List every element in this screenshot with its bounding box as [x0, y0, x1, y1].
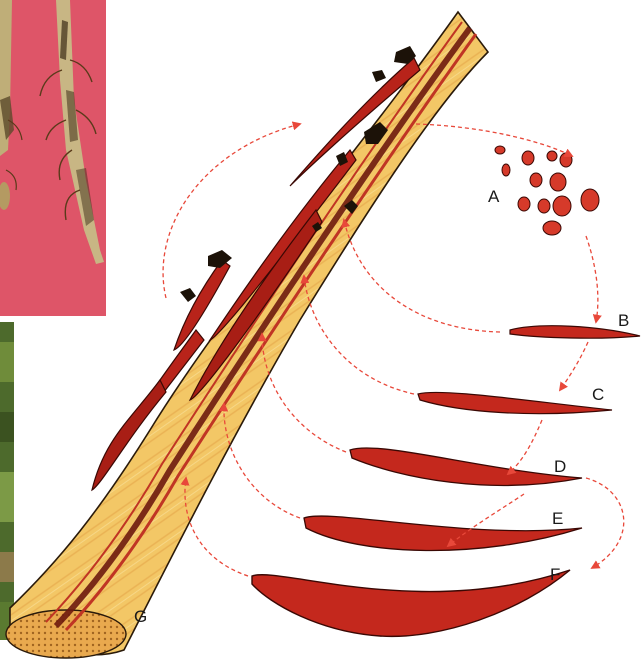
- stage-f: [252, 570, 570, 636]
- stem-lesions: [92, 46, 420, 490]
- label-b: B: [618, 311, 629, 330]
- label-e: E: [552, 509, 563, 528]
- stage-d: [350, 448, 582, 485]
- stage-c: [418, 392, 612, 413]
- wood-stem: [6, 12, 488, 658]
- label-d: D: [554, 457, 566, 476]
- label-f: F: [550, 565, 560, 584]
- label-g: G: [134, 607, 147, 626]
- spores-cluster: [495, 146, 599, 235]
- stage-e: [304, 516, 582, 550]
- label-a: A: [488, 187, 500, 206]
- label-c: C: [592, 385, 604, 404]
